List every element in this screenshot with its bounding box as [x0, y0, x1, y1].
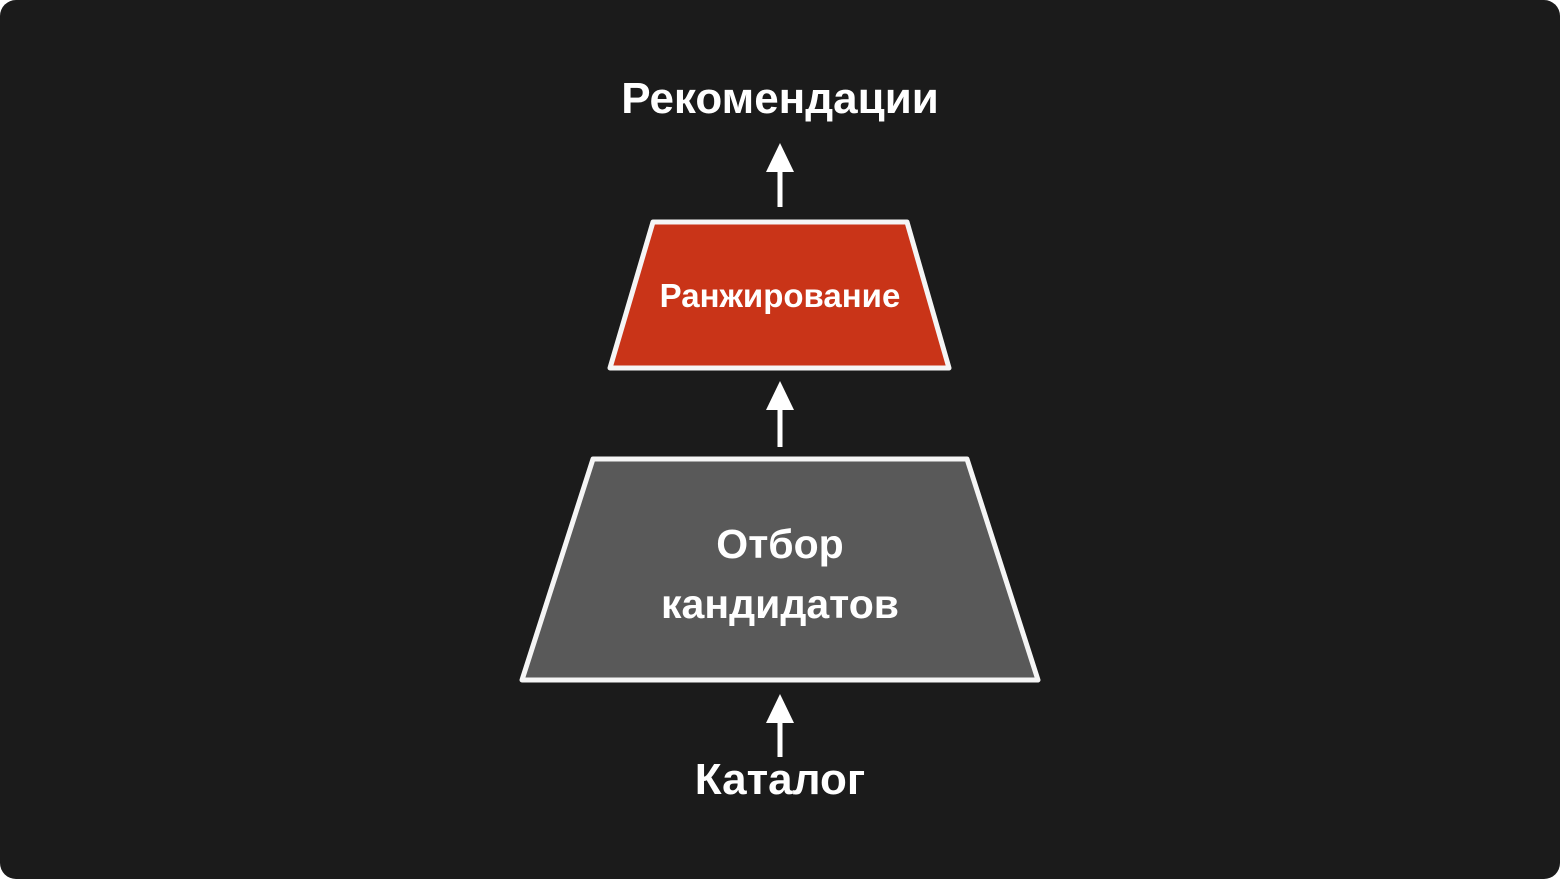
arrow-ranking-to-recommendations — [766, 143, 794, 207]
candidate-selection-stage-shape — [519, 456, 1041, 683]
arrow-head-icon — [766, 694, 794, 723]
catalog-label: Каталог — [695, 755, 865, 804]
candidate-selection-label-line2: кандидатов — [661, 581, 899, 627]
arrow-catalog-to-candidates — [766, 694, 794, 757]
candidate-selection-label-line1: Отбор — [716, 521, 843, 567]
recommendations-label: Рекомендации — [621, 74, 939, 123]
arrow-head-icon — [766, 143, 794, 172]
ranking-stage-shape — [607, 219, 952, 371]
arrow-head-icon — [766, 381, 794, 410]
ranking-stage-label: Ранжирование — [660, 277, 901, 314]
arrow-candidates-to-ranking — [766, 381, 794, 447]
